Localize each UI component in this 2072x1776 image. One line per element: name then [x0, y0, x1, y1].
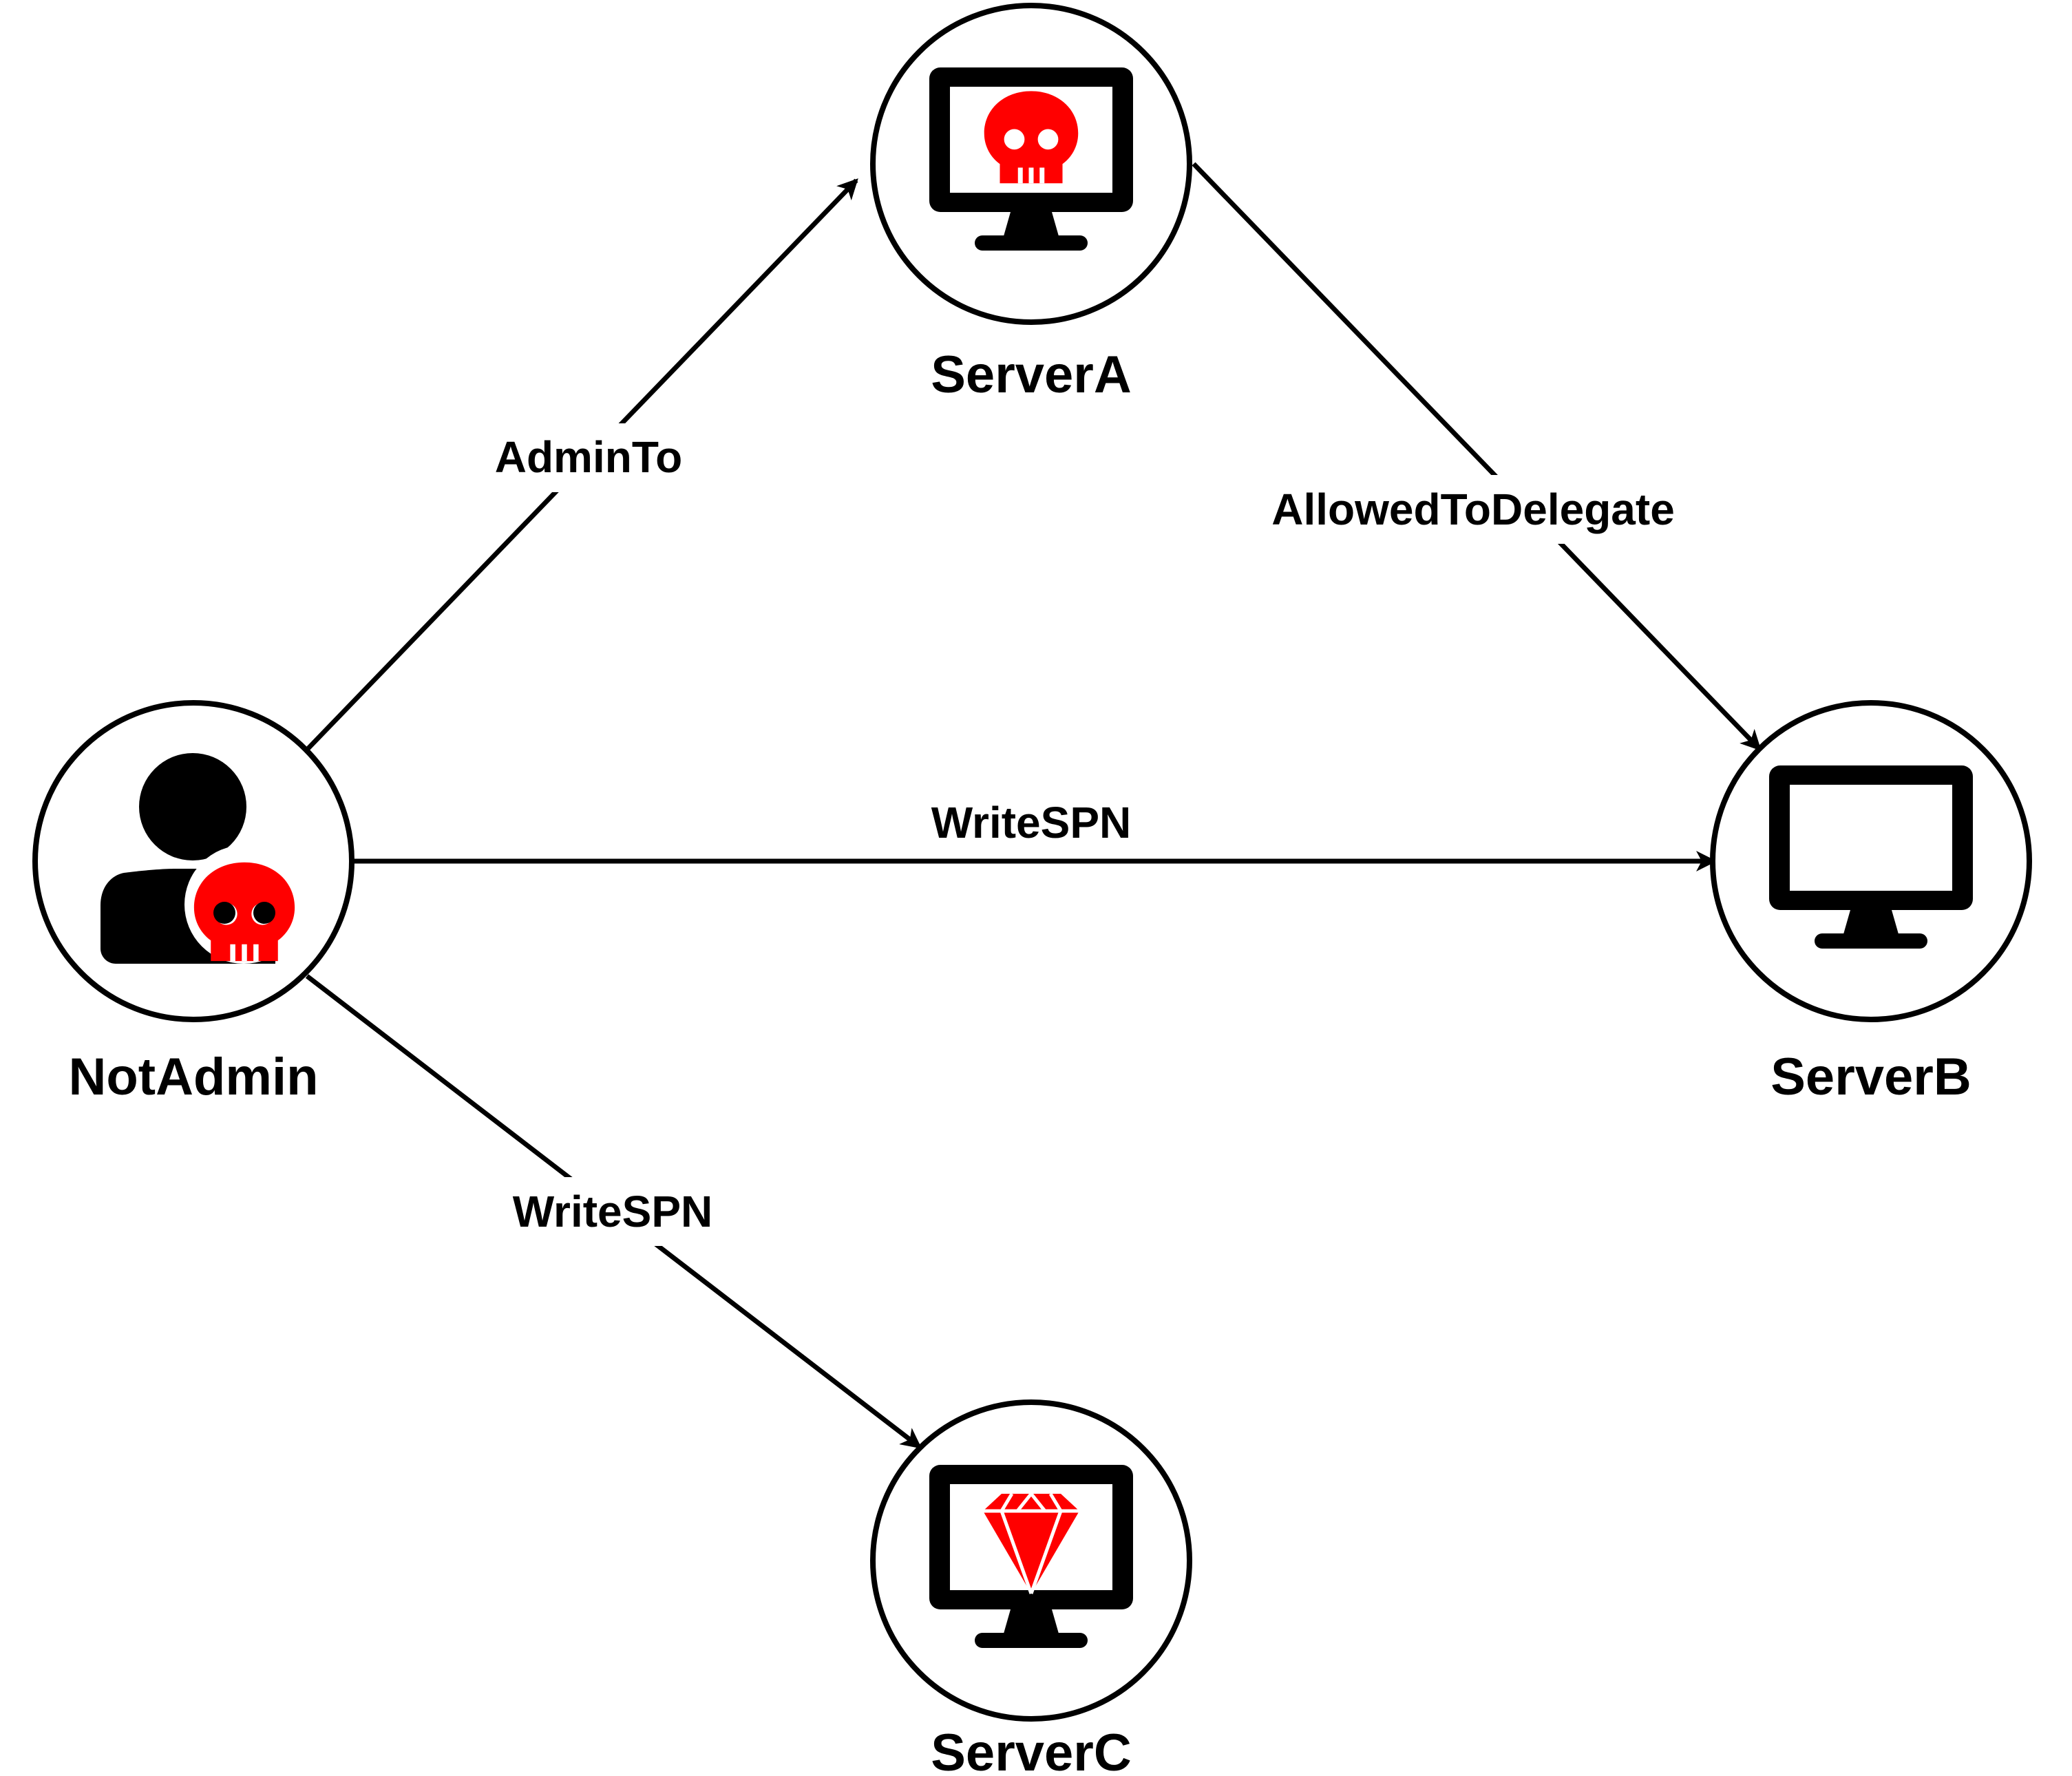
node-label-serverc: ServerC [931, 1724, 1132, 1776]
node-notadmin[interactable]: NotAdmin [32, 700, 355, 1106]
node-label-notadmin: NotAdmin [68, 1048, 318, 1106]
edge-label-allowedtodelegate: AllowedToDelegate [1271, 485, 1675, 534]
gem-icon [983, 1492, 1079, 1594]
node-label-serverb: ServerB [1770, 1048, 1971, 1106]
edge-label-writespn-serverc: WriteSPN [513, 1187, 712, 1236]
node-label-servera: ServerA [931, 346, 1132, 404]
node-serverb[interactable]: ServerB [1710, 700, 2032, 1106]
node-servera[interactable]: ServerA [870, 3, 1192, 404]
monitor-gem-icon [929, 1465, 1133, 1648]
label-backing [496, 1177, 730, 1246]
edge-line-allowedtodelegate [1192, 162, 1762, 751]
edge-label-writespn-serverb: WriteSPN [931, 798, 1131, 847]
node-serverc[interactable]: ServerC [870, 1399, 1192, 1776]
label-backing [1239, 475, 1707, 544]
label-backing [475, 423, 702, 492]
edge-labels: AdminTo AllowedToDelegate WriteSPN Write… [475, 423, 1707, 1246]
edge-label-adminto: AdminTo [495, 432, 683, 482]
node-circle [32, 700, 355, 1022]
user-skull-icon [101, 753, 303, 964]
